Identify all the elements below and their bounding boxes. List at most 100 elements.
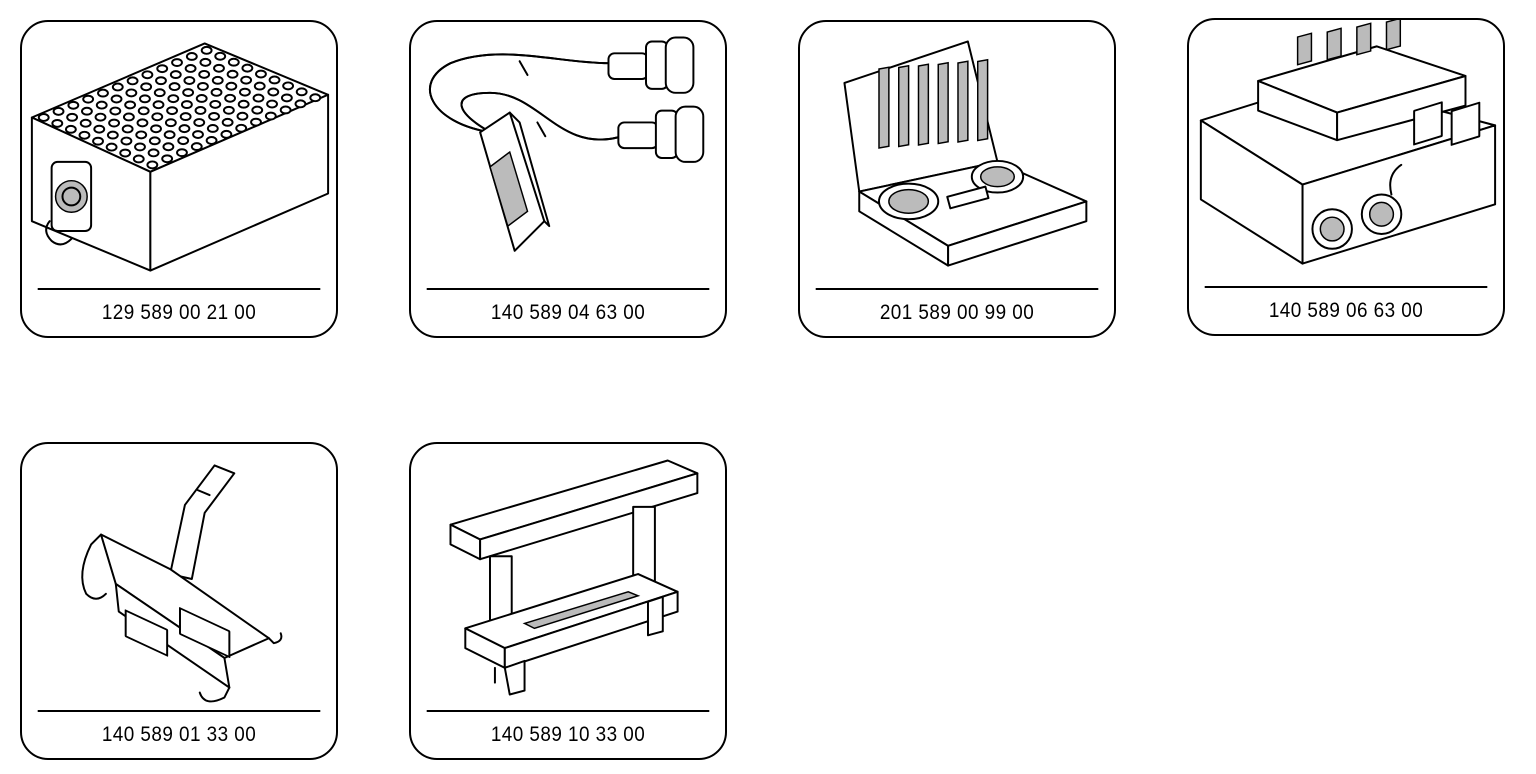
socket <box>78 130 91 140</box>
socket <box>221 117 234 127</box>
socket <box>280 93 293 103</box>
socket <box>180 100 193 110</box>
part-number: 201 589 00 99 00 <box>815 288 1099 336</box>
socket <box>148 136 161 146</box>
socket <box>295 87 308 97</box>
socket <box>195 94 208 103</box>
socket <box>120 136 133 146</box>
socket <box>227 57 240 67</box>
socket <box>64 124 77 134</box>
tool-card-6: 140 589 10 33 00 <box>409 442 727 760</box>
socket <box>146 160 159 170</box>
socket <box>213 63 225 73</box>
socket <box>67 100 80 110</box>
socket <box>176 148 188 158</box>
tool-case-icon <box>800 22 1114 290</box>
socket <box>211 75 224 85</box>
socket <box>253 81 266 91</box>
socket <box>110 94 123 104</box>
tool-card-3: 201 589 00 99 00 <box>798 20 1116 338</box>
socket <box>51 118 64 128</box>
socket <box>266 99 278 109</box>
socket <box>235 123 248 133</box>
socket <box>185 52 198 61</box>
socket <box>255 69 267 79</box>
socket <box>151 112 164 122</box>
socket <box>268 75 281 85</box>
socket <box>52 106 65 116</box>
socket <box>108 118 121 128</box>
test-adapter-box-icon: (function(){ var g = document.currentScr… <box>22 22 336 290</box>
socket <box>177 136 190 146</box>
socket <box>282 81 295 91</box>
socket <box>37 113 50 122</box>
socket <box>105 142 118 152</box>
socket <box>264 111 277 121</box>
socket <box>220 129 233 139</box>
socket <box>208 111 220 121</box>
socket <box>194 106 207 115</box>
socket <box>209 99 222 109</box>
socket <box>199 57 212 67</box>
socket <box>109 106 122 116</box>
socket <box>125 88 138 98</box>
socket <box>309 93 322 103</box>
tool-card-1: (function(){ var g = document.currentScr… <box>20 20 338 338</box>
socket <box>137 106 150 116</box>
socket <box>190 142 203 152</box>
socket <box>150 124 162 134</box>
socket <box>179 112 192 122</box>
socket <box>178 124 191 134</box>
socket <box>250 117 262 127</box>
socket <box>210 87 223 97</box>
tool-card-5: 140 589 01 33 00 <box>20 442 338 760</box>
socket <box>111 82 124 92</box>
socket <box>156 64 169 74</box>
socket <box>205 136 218 145</box>
socket <box>214 51 227 61</box>
part-number: 140 589 01 33 00 <box>37 710 321 758</box>
socket <box>236 111 249 121</box>
socket <box>155 76 167 86</box>
socket <box>92 136 104 146</box>
socket <box>124 100 137 110</box>
part-number: 129 589 00 21 00 <box>37 288 321 336</box>
socket <box>122 112 135 122</box>
socket <box>95 100 108 110</box>
socket <box>82 94 95 104</box>
socket <box>153 88 166 98</box>
socket <box>183 76 196 85</box>
socket <box>226 69 239 79</box>
socket <box>79 118 92 128</box>
socket <box>251 105 264 115</box>
socket <box>169 70 182 80</box>
socket <box>94 112 107 122</box>
socket <box>279 105 292 115</box>
socket <box>184 64 197 73</box>
adapter-cable-icon <box>411 22 725 290</box>
socket <box>93 124 106 134</box>
socket <box>167 94 180 104</box>
socket <box>240 75 253 85</box>
holding-fixture-icon <box>22 444 336 712</box>
socket <box>66 112 79 122</box>
socket <box>140 82 153 92</box>
socket <box>106 130 119 140</box>
socket <box>182 88 195 97</box>
socket <box>136 118 149 128</box>
part-number: 140 589 06 63 00 <box>1204 286 1488 334</box>
part-number: 140 589 10 33 00 <box>426 710 710 758</box>
support-stand-icon <box>411 444 725 712</box>
socket <box>171 58 183 67</box>
tool-card-2: 140 589 04 63 00 <box>409 20 727 338</box>
socket <box>168 82 181 92</box>
socket <box>119 148 132 158</box>
socket <box>126 76 139 86</box>
socket <box>164 118 177 128</box>
socket <box>198 69 211 79</box>
socket <box>267 87 280 97</box>
socket <box>161 154 174 164</box>
socket <box>147 148 160 158</box>
socket <box>224 93 237 103</box>
socket <box>166 106 179 116</box>
